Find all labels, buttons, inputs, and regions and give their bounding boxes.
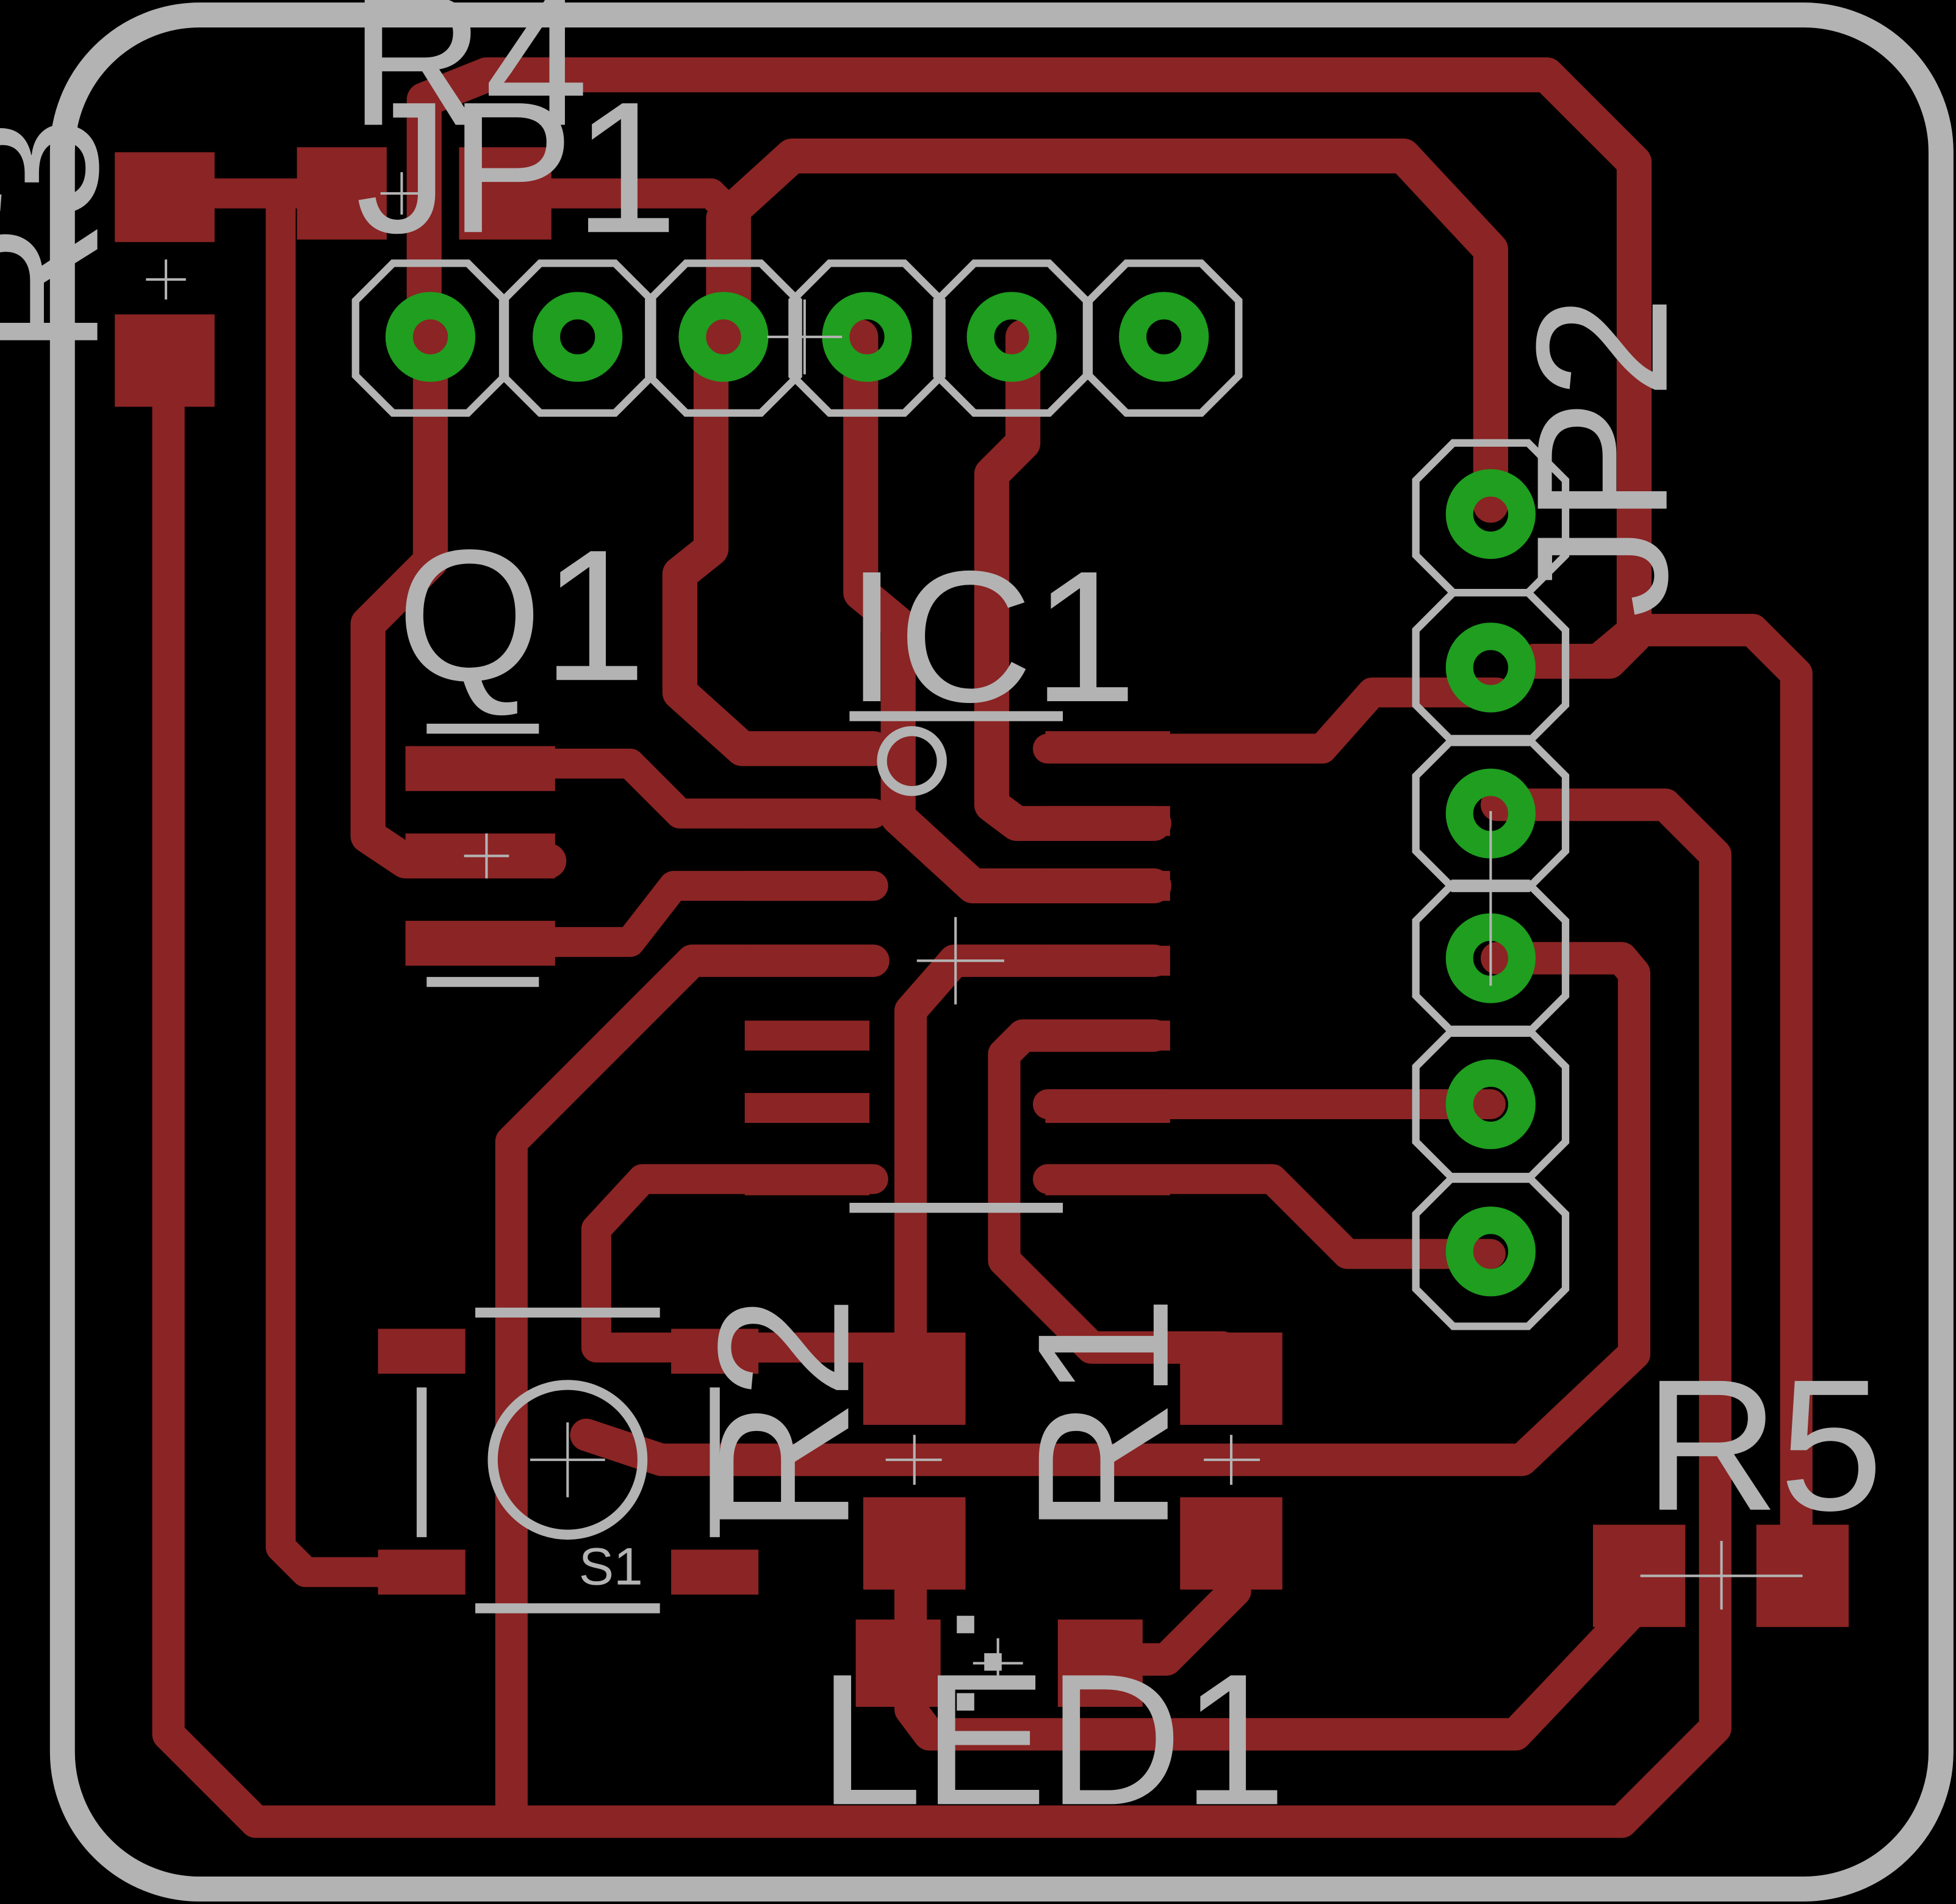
origin-cross [464, 833, 509, 879]
trace [662, 319, 891, 766]
trace [570, 942, 1651, 1476]
s1-pad-2 [671, 1329, 759, 1374]
jp1-pin-1-outline [351, 259, 509, 417]
r3-pad-2 [115, 314, 215, 407]
jp2-pin-6-ring [1445, 1206, 1536, 1297]
jp1-pin-5-ring [966, 292, 1057, 382]
jp1-pin-6-ring [1119, 292, 1209, 382]
origin-cross [916, 917, 1004, 1004]
ic1-pad-r6 [1045, 1093, 1170, 1123]
ic1-pad-l5 [744, 1093, 870, 1123]
jp1-pin-3-ring [678, 292, 769, 382]
trace [152, 345, 1731, 1838]
label-jp1: JP1 [356, 62, 678, 272]
trace [1580, 613, 1813, 1582]
jp1-pin-4-outline [788, 259, 946, 417]
label-r3: R3 [0, 117, 137, 356]
ic1-pad-r4 [1045, 945, 1170, 976]
jp2-pin-2-ring [1445, 622, 1536, 713]
trace [988, 1019, 1239, 1364]
label-ic1: IC1 [846, 532, 1137, 741]
origin-cross [380, 172, 425, 215]
origin-cross [885, 1435, 942, 1485]
ic1-pad-r3 [1045, 871, 1170, 901]
s1-actuator [487, 1380, 648, 1540]
label-q1: Q1 [397, 510, 646, 719]
s1-pad-4 [671, 1549, 759, 1595]
label-r1: R1 [998, 1296, 1207, 1535]
ic1-pad-l4 [744, 1020, 870, 1051]
r1-pad-2 [1180, 1497, 1282, 1590]
jp1-pin-3-outline [645, 259, 802, 417]
silkscreen [416, 711, 1063, 1711]
ic1-pad-r5 [1045, 1020, 1170, 1051]
r3-pad-1 [115, 152, 215, 242]
jp1-pin-2-ring [533, 292, 623, 382]
label-s1: S1 [579, 1538, 643, 1596]
ic1-pad-r2 [1045, 806, 1170, 836]
ic1-pad-l6 [744, 1165, 870, 1195]
jp1-pin-2-outline [498, 259, 656, 417]
led1-pad-1 [855, 1619, 941, 1707]
label-r5: R5 [1644, 1340, 1883, 1549]
q1-pad-1 [405, 746, 555, 792]
component-labels: R3 R4 JP1 JP2 Q1 IC1 R2 R1 R5 LED1 S1 [0, 0, 1883, 1844]
s1-pad-1 [378, 1329, 466, 1374]
r1-pad-1 [1180, 1332, 1282, 1425]
jp2-pin-1-ring [1445, 469, 1536, 559]
ic1-pad-l1 [744, 798, 870, 829]
ic1-pad-l2 [744, 871, 870, 901]
origin-cross [530, 1422, 605, 1498]
r4-pad-1 [297, 147, 387, 240]
trace [265, 178, 414, 1587]
r2-pad-1 [863, 1332, 966, 1425]
jp1-pin-6-outline [1085, 259, 1243, 417]
label-jp2: JP2 [1497, 295, 1706, 618]
origin-cross [1204, 1435, 1260, 1485]
jp2-pin-6-outline [1412, 1172, 1570, 1330]
trace [706, 138, 1508, 523]
origin-cross [1640, 1541, 1803, 1610]
label-r2: R2 [678, 1296, 888, 1535]
origin-cross [146, 259, 186, 300]
q1-pad-3 [405, 920, 555, 966]
s1-pad-3 [378, 1549, 466, 1595]
smd-pads [115, 147, 1849, 1707]
label-led1: LED1 [818, 1634, 1286, 1844]
trace [1032, 677, 1512, 764]
jp1-header [351, 259, 1243, 417]
label-r4: R4 [350, 0, 589, 164]
ic1-pad-r1 [1045, 731, 1170, 762]
trace [974, 319, 1171, 842]
origin-cross [973, 1638, 1023, 1689]
origin-markers [146, 172, 1803, 1689]
led1-silk-dot [957, 1693, 974, 1711]
origin-cross [767, 299, 843, 375]
jp1-smd-pad [459, 147, 552, 240]
led1-silk-dot [957, 1615, 974, 1634]
jp1-pin-5-outline [933, 259, 1091, 417]
led1-pad-2 [1057, 1619, 1143, 1707]
board-outline [49, 2, 1954, 1902]
ic1-pad-r7 [1045, 1165, 1170, 1195]
r2-pad-2 [863, 1497, 966, 1590]
jp2-pin-5-ring [1445, 1059, 1536, 1150]
jp1-pin-1-ring [385, 292, 476, 382]
ic1-pin1-marker [877, 726, 947, 796]
ic1-pad-l3 [744, 945, 870, 976]
